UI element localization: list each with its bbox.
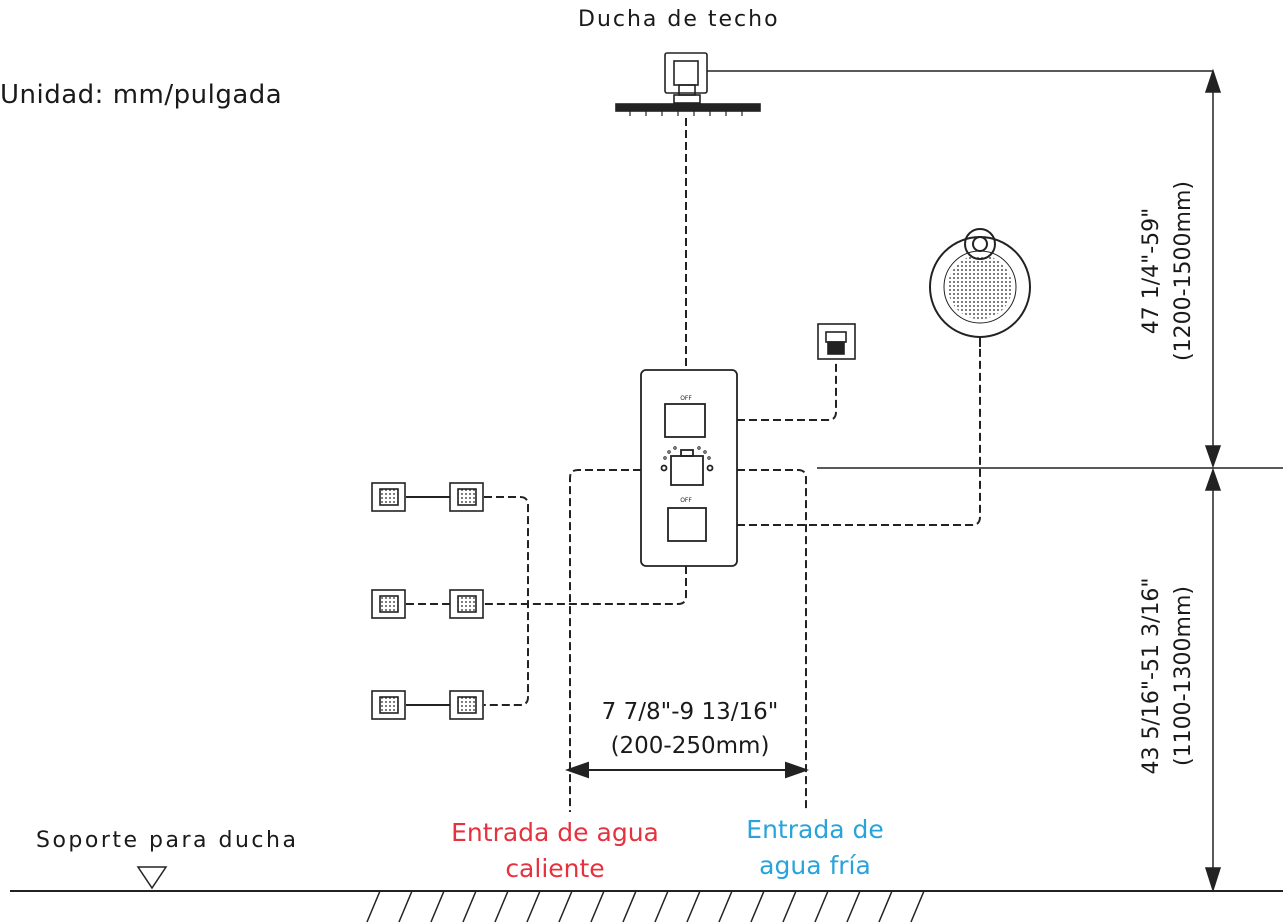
hot-inlet-line2: caliente (505, 854, 605, 883)
body-jets (371, 482, 484, 720)
upper-height-dimension-label: 47 1/4"-59" (1200-1500mm) (1136, 181, 1200, 361)
valve-bottom-label: OFF (680, 497, 692, 504)
width-dimension-label: 7 7/8"-9 13/16" (200-250mm) (560, 695, 820, 763)
ceiling-shower-head-icon (615, 52, 761, 116)
hand-shower-icon (929, 228, 1031, 347)
upper-height-metric: (1200-1500mm) (1171, 181, 1196, 361)
cold-inlet-line2: agua fría (759, 851, 871, 880)
cold-inlet-label: Entrada de agua fría (720, 812, 910, 884)
floor-label: Soporte para ducha (36, 828, 299, 853)
floor-marker-icon (136, 866, 168, 890)
wall-outlet-icon (817, 323, 856, 360)
body-jet-icon (371, 482, 484, 720)
width-dimension-line (564, 761, 810, 779)
lower-height-imperial: 43 5/16"-51 3/16" (1139, 577, 1164, 775)
ceiling-shower-label: Ducha de techo (578, 7, 780, 32)
lower-height-metric: (1100-1300mm) (1171, 586, 1196, 766)
valve-panel (640, 369, 738, 567)
pipes (484, 118, 981, 812)
unit-label: Unidad: mm/pulgada (0, 80, 283, 110)
upper-height-imperial: 47 1/4"-59" (1139, 207, 1164, 335)
body-jet-connectors (406, 496, 450, 706)
width-dimension-imperial: 7 7/8"-9 13/16" (601, 699, 779, 725)
height-dimension-lines (707, 68, 1283, 893)
width-dimension-metric: (200-250mm) (610, 733, 770, 759)
lower-height-dimension-label: 43 5/16"-51 3/16" (1100-1300mm) (1136, 578, 1200, 775)
cold-inlet-line1: Entrada de (746, 815, 884, 844)
hot-inlet-label: Entrada de agua caliente (420, 815, 690, 887)
valve-top-label: OFF (680, 395, 692, 402)
floor (10, 890, 1283, 923)
hot-inlet-line1: Entrada de agua (451, 818, 659, 847)
